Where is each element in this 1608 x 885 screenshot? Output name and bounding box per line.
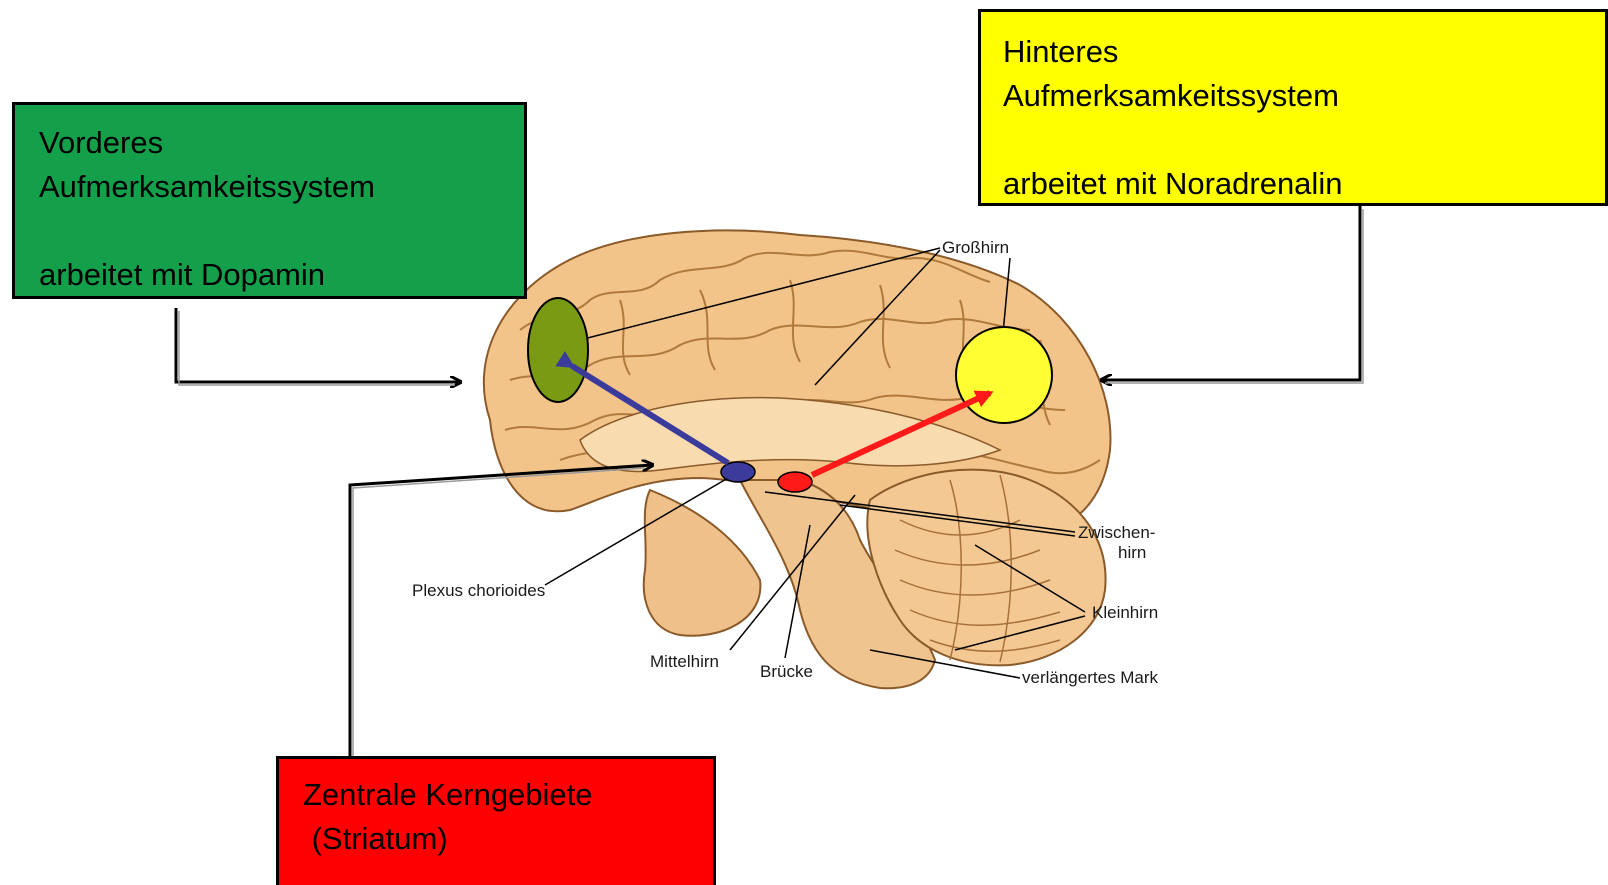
posterior-box-line2: Aufmerksamkeitssystem: [1003, 74, 1605, 118]
label-mittelhirn: Mittelhirn: [650, 652, 719, 671]
noradrenalin-nucleus: [778, 472, 812, 492]
parietal-attention-region: [956, 327, 1052, 423]
temporal-lobe: [644, 490, 761, 636]
label-bruecke: Brücke: [760, 662, 813, 681]
anterior-box-line1: Vorderes: [39, 121, 524, 165]
label-plexus: Plexus chorioides: [412, 581, 545, 600]
central-box-line2: (Striatum): [303, 817, 713, 861]
anterior-box-line3: arbeitet mit Dopamin: [39, 253, 524, 297]
anterior-connector-arrow: [176, 308, 460, 382]
central-nuclei-box: Zentrale Kerngebiete (Striatum): [276, 756, 716, 885]
posterior-connector-arrow: [1102, 206, 1360, 380]
label-kleinhirn: Kleinhirn: [1092, 603, 1158, 622]
posterior-box-line3: arbeitet mit Noradrenalin: [1003, 162, 1605, 206]
frontal-attention-region: [528, 298, 588, 402]
central-connector-arrow: [350, 465, 652, 756]
posterior-attention-system-box: Hinteres Aufmerksamkeitssystem arbeitet …: [978, 9, 1608, 206]
posterior-box-line1: Hinteres: [1003, 30, 1605, 74]
anterior-attention-system-box: Vorderes Aufmerksamkeitssystem arbeitet …: [12, 102, 527, 299]
central-box-line1: Zentrale Kerngebiete: [303, 773, 713, 817]
label-grosshirn: Großhirn: [942, 238, 1009, 257]
label-zwischenhirn-2: hirn: [1118, 543, 1146, 562]
label-verlaengertes-mark: verlängertes Mark: [1022, 668, 1159, 687]
anterior-box-line2: Aufmerksamkeitssystem: [39, 165, 524, 209]
label-zwischenhirn-1: Zwischen-: [1078, 523, 1155, 542]
brain-illustration: [484, 230, 1111, 688]
